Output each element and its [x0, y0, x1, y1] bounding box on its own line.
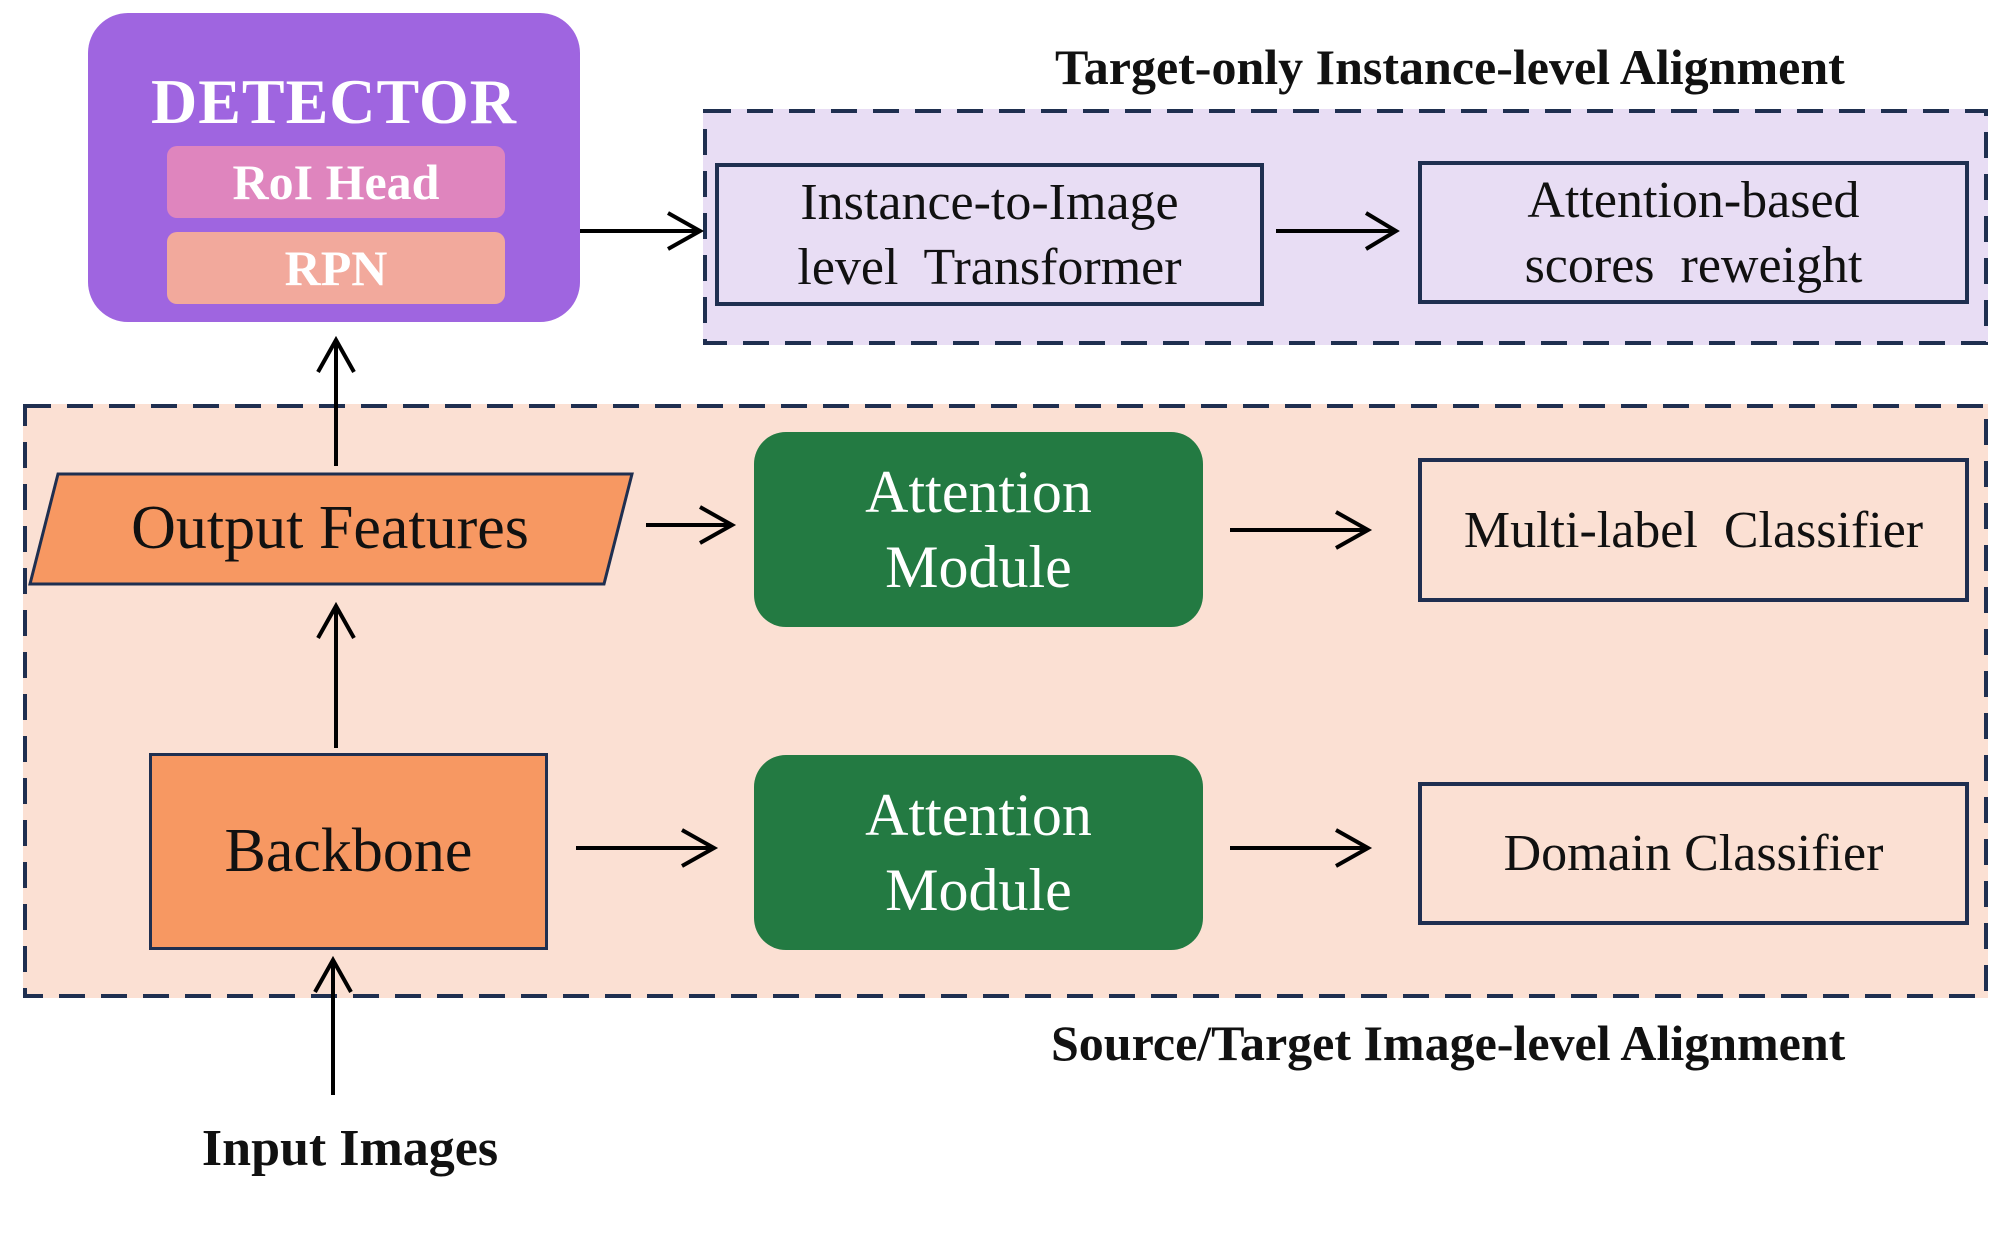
instance-region-border [703, 109, 1988, 345]
arrow-features-to-attention [646, 505, 737, 545]
instance-alignment-title: Target-only Instance-level Alignment [1055, 39, 1845, 95]
attention-reweight-box: Attention-based scores reweight [1418, 161, 1969, 304]
domain-classifier-box: Domain Classifier [1418, 782, 1969, 925]
instance-to-image-transformer-box: Instance-to-Image level Transformer [715, 163, 1264, 306]
rpn-block: RPN [167, 232, 505, 304]
attention-module-bottom: Attention Module [754, 755, 1203, 950]
reweight-label-line1: Attention-based [1527, 171, 1860, 229]
detector-block: DETECTOR RoI Head RPN [88, 13, 580, 322]
arrow-attention-to-domain [1230, 828, 1373, 868]
backbone-box: Backbone [149, 753, 548, 950]
arrow-backbone-to-features [316, 601, 356, 748]
output-features-shape [28, 472, 634, 586]
transformer-label-line2: level Transformer [797, 238, 1182, 296]
attention-module-top: Attention Module [754, 432, 1203, 627]
image-alignment-title: Source/Target Image-level Alignment [1051, 1015, 1846, 1071]
arrow-backbone-to-attention [576, 828, 719, 868]
arrow-input-to-backbone [313, 955, 353, 1095]
arrow-transformer-to-reweight [1276, 211, 1400, 251]
roi-head-block: RoI Head [167, 146, 505, 218]
arrow-attention-to-multilabel [1230, 510, 1373, 550]
transformer-label-line1: Instance-to-Image [800, 173, 1179, 231]
multilabel-classifier-box: Multi-label Classifier [1418, 458, 1969, 602]
image-region-border [23, 404, 1988, 998]
attention-top-line2: Module [885, 533, 1072, 600]
arrow-features-to-detector [316, 335, 356, 466]
output-features-label: Output Features [131, 494, 529, 562]
attention-bottom-line1: Attention [865, 781, 1092, 848]
detector-title: DETECTOR [150, 66, 518, 137]
input-images-label: Input Images [201, 1119, 499, 1177]
attention-top-line1: Attention [865, 458, 1092, 525]
reweight-label-line2: scores reweight [1524, 236, 1863, 294]
attention-bottom-line2: Module [885, 856, 1072, 923]
